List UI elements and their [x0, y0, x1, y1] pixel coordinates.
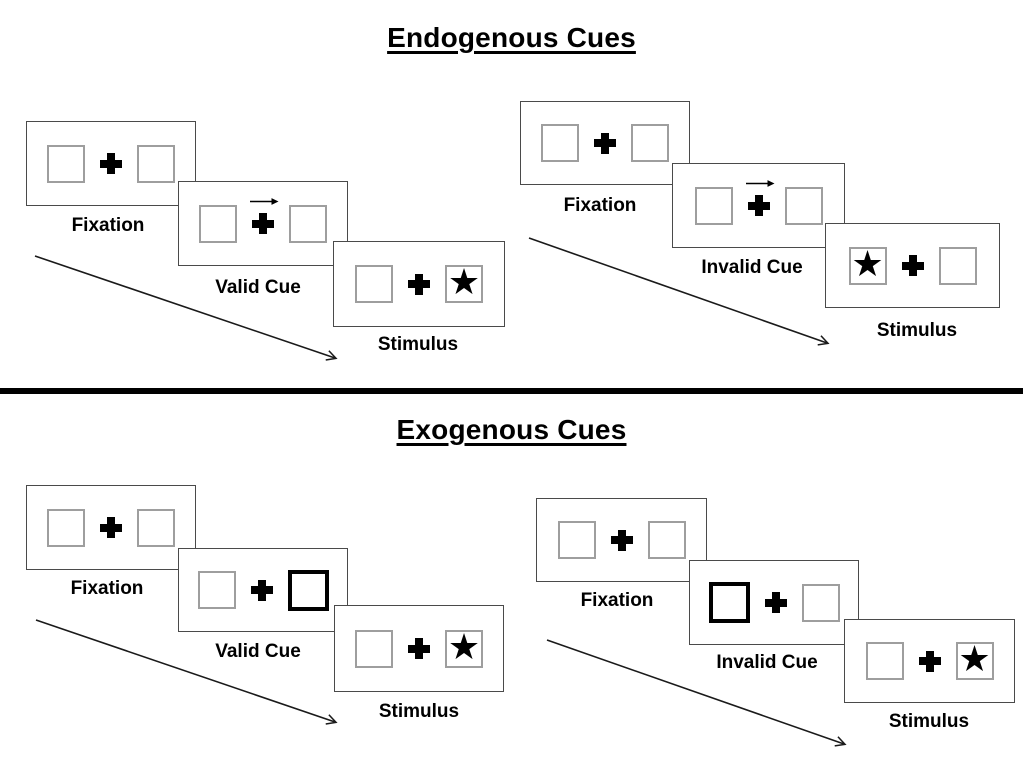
left-box [47, 508, 85, 547]
fixation-cross [745, 179, 774, 218]
exo-valid-cue-card [178, 548, 348, 632]
exo-valid-stimulus-card: ★ [334, 605, 504, 692]
stimulus-label: Stimulus [377, 334, 459, 355]
star-icon: ★ [447, 262, 481, 303]
invalid-cue-label: Invalid Cue [716, 652, 818, 673]
right-box [647, 521, 686, 559]
cue-arrow-icon [745, 179, 774, 187]
left-box [199, 204, 237, 243]
right-box-cue-highlight [287, 569, 329, 611]
endo-invalid-stimulus-card: ★ [825, 223, 1000, 308]
valid-cue-label: Valid Cue [215, 277, 301, 298]
left-box [694, 186, 733, 225]
left-box [865, 642, 904, 680]
fixation-cross-icon [100, 517, 122, 538]
endo-valid-cue-card [178, 181, 348, 266]
stimulus-label: Stimulus [378, 701, 460, 722]
right-box [631, 124, 669, 162]
fixation-cross-icon [747, 195, 770, 216]
fixation-cross-icon [901, 255, 924, 276]
left-box [355, 629, 393, 668]
fixation-cross [99, 516, 123, 540]
right-box [289, 204, 327, 243]
fixation-cross-icon [250, 579, 273, 601]
right-box [784, 186, 823, 225]
right-box-with-star: ★ [445, 626, 483, 668]
exogenous-title-text: Exogenous Cues [396, 414, 627, 445]
right-box-with-star: ★ [955, 639, 994, 680]
left-box [197, 571, 236, 609]
fixation-cross [764, 591, 788, 615]
fixation-cross-icon [100, 153, 122, 174]
endogenous-section-title: Endogenous Cues [0, 22, 1023, 54]
endo-valid-fixation-card [26, 121, 196, 206]
fixation-cross-icon [594, 132, 616, 154]
sequence-arrow [35, 619, 338, 725]
endogenous-title-text: Endogenous Cues [387, 22, 636, 53]
right-box [137, 508, 175, 547]
fixation-cross [250, 578, 274, 602]
right-box [801, 583, 840, 622]
star-icon: ★ [958, 639, 991, 680]
fixation-cross [901, 254, 925, 278]
fixation-cross-icon [764, 592, 787, 613]
exogenous-section-title: Exogenous Cues [0, 414, 1023, 446]
left-box-with-star: ★ [848, 243, 887, 285]
left-box [47, 144, 85, 183]
exo-invalid-stimulus-card: ★ [844, 619, 1015, 703]
exo-invalid-cue-card [689, 560, 859, 645]
star-icon: ★ [851, 243, 884, 285]
section-divider [0, 388, 1023, 394]
fixation-cross-icon [918, 650, 941, 672]
fixation-cross [918, 649, 942, 673]
right-box [938, 246, 977, 285]
fixation-label: Fixation [563, 195, 637, 216]
fixation-label: Fixation [71, 215, 145, 236]
endo-invalid-cue-card [672, 163, 845, 248]
fixation-label: Fixation [580, 590, 654, 611]
fixation-cross-icon [408, 638, 430, 659]
fixation-cross-icon [408, 273, 430, 295]
stimulus-label: Stimulus [876, 320, 958, 341]
right-box-with-star: ★ [445, 265, 483, 303]
fixation-cross [407, 272, 431, 296]
valid-cue-label: Valid Cue [215, 641, 301, 662]
left-box [355, 265, 393, 303]
endo-invalid-fixation-card [520, 101, 690, 185]
fixation-cross [593, 131, 617, 155]
left-box [557, 521, 596, 559]
right-box [137, 144, 175, 183]
endo-valid-stimulus-card: ★ [333, 241, 505, 327]
fixation-cross [407, 637, 431, 661]
sequence-arrow [34, 255, 338, 361]
cue-arrow-icon [250, 197, 279, 205]
stimulus-label: Stimulus [888, 711, 970, 732]
invalid-cue-label: Invalid Cue [701, 257, 803, 278]
exo-valid-fixation-card [26, 485, 196, 570]
sequence-arrow [546, 639, 847, 747]
fixation-cross [250, 197, 279, 236]
sequence-arrow [528, 237, 830, 346]
fixation-cross-icon [252, 213, 274, 234]
fixation-cross [610, 528, 634, 552]
left-box [541, 124, 579, 162]
star-icon: ★ [447, 626, 481, 668]
fixation-cross [99, 152, 123, 176]
exo-invalid-fixation-card [536, 498, 707, 582]
left-box-cue-highlight [708, 582, 750, 623]
fixation-label: Fixation [70, 578, 144, 599]
fixation-cross-icon [610, 529, 633, 551]
